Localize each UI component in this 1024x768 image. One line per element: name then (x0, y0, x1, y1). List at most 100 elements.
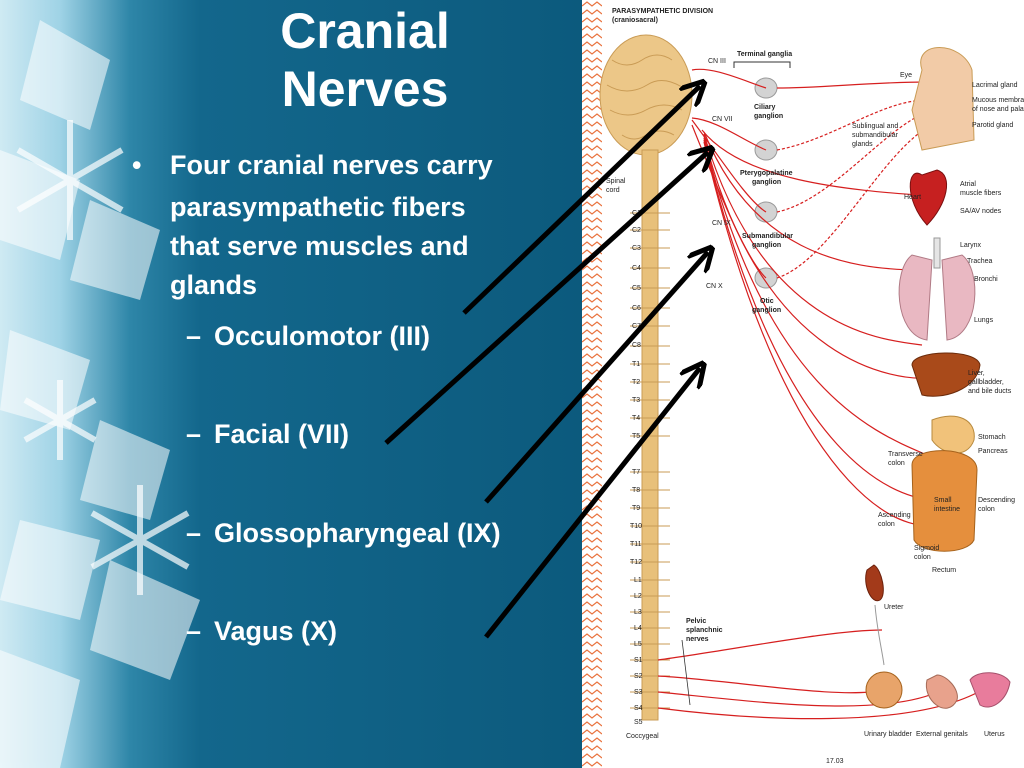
spinal-cord-label: Spinal (606, 178, 626, 185)
sub-bullet-dash: – (186, 419, 202, 449)
bullet-line-4: glands (170, 270, 258, 300)
vertebra-label: L1 (634, 577, 642, 584)
eye-label: Eye (900, 72, 913, 79)
saav-label: SA/AV nodes (960, 208, 1002, 215)
pancreas-label: Pancreas (978, 448, 1008, 455)
vertebra-label: T2 (632, 379, 641, 386)
vertebra-label: C2 (632, 227, 641, 234)
mucous-label: Mucous membrane (972, 97, 1024, 104)
urinary-bladder-label: Urinary bladder (864, 731, 912, 738)
bullet-line-1: Four cranial nerves carry (170, 150, 493, 180)
heart (909, 169, 947, 226)
coccygeal-label: Coccygeal (626, 733, 659, 740)
kidney (865, 564, 884, 602)
head (911, 47, 975, 151)
transverse-colon-label: Transverse (888, 451, 923, 458)
snowflake-decoration (0, 20, 200, 768)
stomach-label: Stomach (978, 434, 1006, 441)
diagram-subheading: (craniosacral) (612, 17, 658, 24)
terminal-ganglia-bracket (733, 61, 791, 68)
parotid-label: Parotid gland (972, 122, 1014, 129)
vertebra-label: L5 (634, 641, 642, 648)
sub-bullet-occulomotor: Occulomotor (III) (214, 321, 430, 351)
sub-bullet-glossopharyngeal: Glossopharyngeal (IX) (214, 518, 501, 548)
parasympathetic-diagram: PARASYMPATHETIC DIVISION (craniosacral) … (582, 0, 1024, 768)
liver (911, 352, 981, 397)
small-intestine-label: intestine (934, 506, 961, 513)
otic-ganglion-label: Otic (760, 298, 774, 305)
external-genitals (925, 674, 958, 709)
descending-colon-label: Descending (978, 497, 1015, 504)
figure-number: 17.03 (826, 758, 844, 765)
title-line-2: Nerves (281, 61, 449, 117)
cn-iii-label: CN III (708, 58, 726, 65)
trachea-label: Trachea (967, 258, 993, 265)
ciliary-ganglion-label: Ciliary (754, 104, 776, 111)
stomach (931, 415, 975, 454)
intestines (911, 450, 978, 552)
urinary-bladder (865, 671, 903, 709)
pterygopalatine-ganglion-label: ganglion (752, 179, 782, 186)
vertebra-label: S5 (634, 719, 643, 726)
submandibular-ganglion-label: Submandibular (742, 233, 793, 240)
terminal-ganglia-label: Terminal ganglia (737, 51, 793, 58)
bronchi-label: Bronchi (974, 276, 998, 283)
sub-bullet-vagus: Vagus (X) (214, 616, 338, 646)
spinal-cord-label: cord (606, 187, 620, 194)
brain (599, 34, 693, 156)
pelvic-nerves-label: nerves (686, 636, 709, 643)
title-line-1: Cranial (280, 3, 450, 59)
pelvic-nerves-label: splanchnic (686, 627, 723, 634)
spinal-cord (641, 149, 659, 721)
vertebra-label: C1 (632, 210, 641, 217)
vertebra-label: T11 (630, 541, 642, 548)
diagram-illustration (599, 34, 1011, 721)
trachea (933, 237, 941, 269)
vertebra-label: T9 (632, 505, 641, 512)
larynx-label: Larynx (960, 242, 982, 249)
atrial-label: Atrial (960, 181, 976, 188)
transverse-colon-label: colon (888, 460, 905, 467)
lungs-label: Lungs (974, 317, 994, 324)
sub-bullet-dash: – (186, 321, 202, 351)
vertebra-label: S2 (634, 673, 643, 680)
uterus (969, 672, 1011, 708)
sub-bullet-dash: – (186, 616, 202, 646)
submandibular-ganglion-label: ganglion (752, 242, 782, 249)
sublingual-label: submandibular (852, 132, 898, 139)
otic-ganglion-label: ganglion (752, 307, 782, 314)
sublingual-label: Sublingual and (852, 123, 899, 130)
cn-ix-label: CN IX (712, 220, 731, 227)
vertebra-label: T5 (632, 433, 641, 440)
sublingual-label: glands (852, 141, 873, 148)
vertebra-label: T8 (632, 487, 641, 494)
sigmoid-colon-label: Sigmoid (914, 545, 940, 552)
sigmoid-colon-label: colon (914, 554, 931, 561)
lungs (898, 254, 976, 341)
vertebra-label: T12 (630, 559, 643, 566)
ureter-label: Ureter (884, 604, 904, 611)
vertebra-label: T10 (630, 523, 643, 530)
vertebra-label: C3 (632, 245, 641, 252)
bullet-line-3: that serve muscles and (170, 231, 469, 261)
atrial-label: muscle fibers (960, 190, 1002, 197)
sub-bullet-facial: Facial (VII) (214, 419, 350, 449)
vertebra-label: L2 (634, 593, 642, 600)
vertebra-label: C5 (632, 285, 641, 292)
vertebra-label: T7 (632, 469, 641, 476)
rectum-label: Rectum (932, 567, 957, 574)
bullet-line-2: parasympathetic fibers (170, 192, 466, 222)
sub-bullet-dash: – (186, 518, 202, 548)
heart-label: Heart (904, 194, 922, 201)
vertebra-label: C7 (632, 323, 641, 330)
cn-x-label: CN X (706, 283, 723, 290)
liver-label: gallbladder, (968, 379, 1004, 386)
ascending-colon-label: Ascending (878, 512, 911, 519)
slide-title: Cranial Nerves (180, 2, 550, 118)
vertebra-label: S4 (634, 705, 643, 712)
liver-label: and bile ducts (968, 388, 1012, 395)
vertebra-label: S1 (634, 657, 643, 664)
uterus-label: Uterus (984, 731, 1005, 738)
vertebra-label: T3 (632, 397, 641, 404)
cn-vii-label: CN VII (712, 116, 733, 123)
